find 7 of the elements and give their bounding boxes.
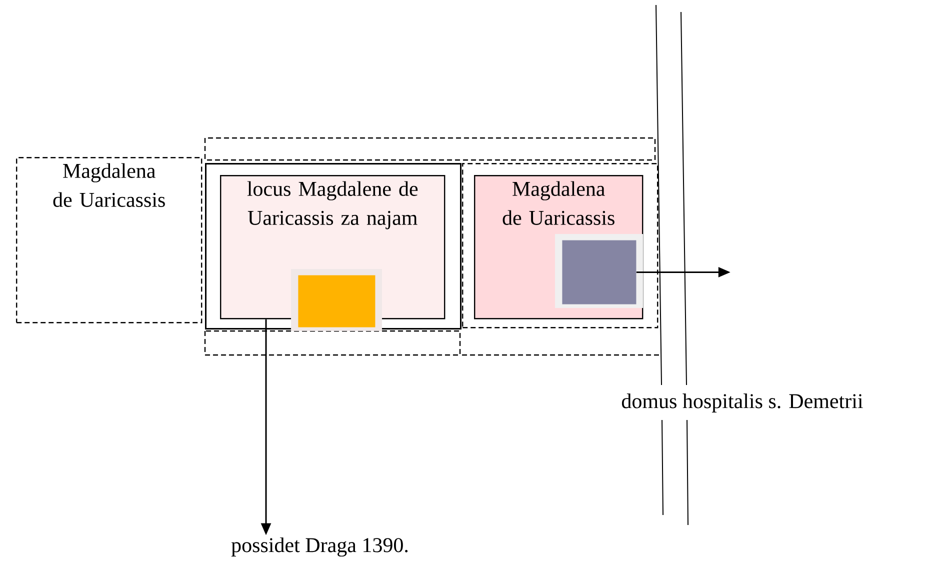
caption-text: possidet Draga 1390. xyxy=(231,537,408,557)
square-marker xyxy=(555,234,643,308)
place-label: domus hospitalis s. Demetrii xyxy=(622,393,863,413)
plot-outline xyxy=(462,163,658,328)
square-marker xyxy=(291,269,382,331)
plot-outline xyxy=(205,163,462,330)
plot-outline: Magdalena de Uaricassis xyxy=(16,157,202,324)
